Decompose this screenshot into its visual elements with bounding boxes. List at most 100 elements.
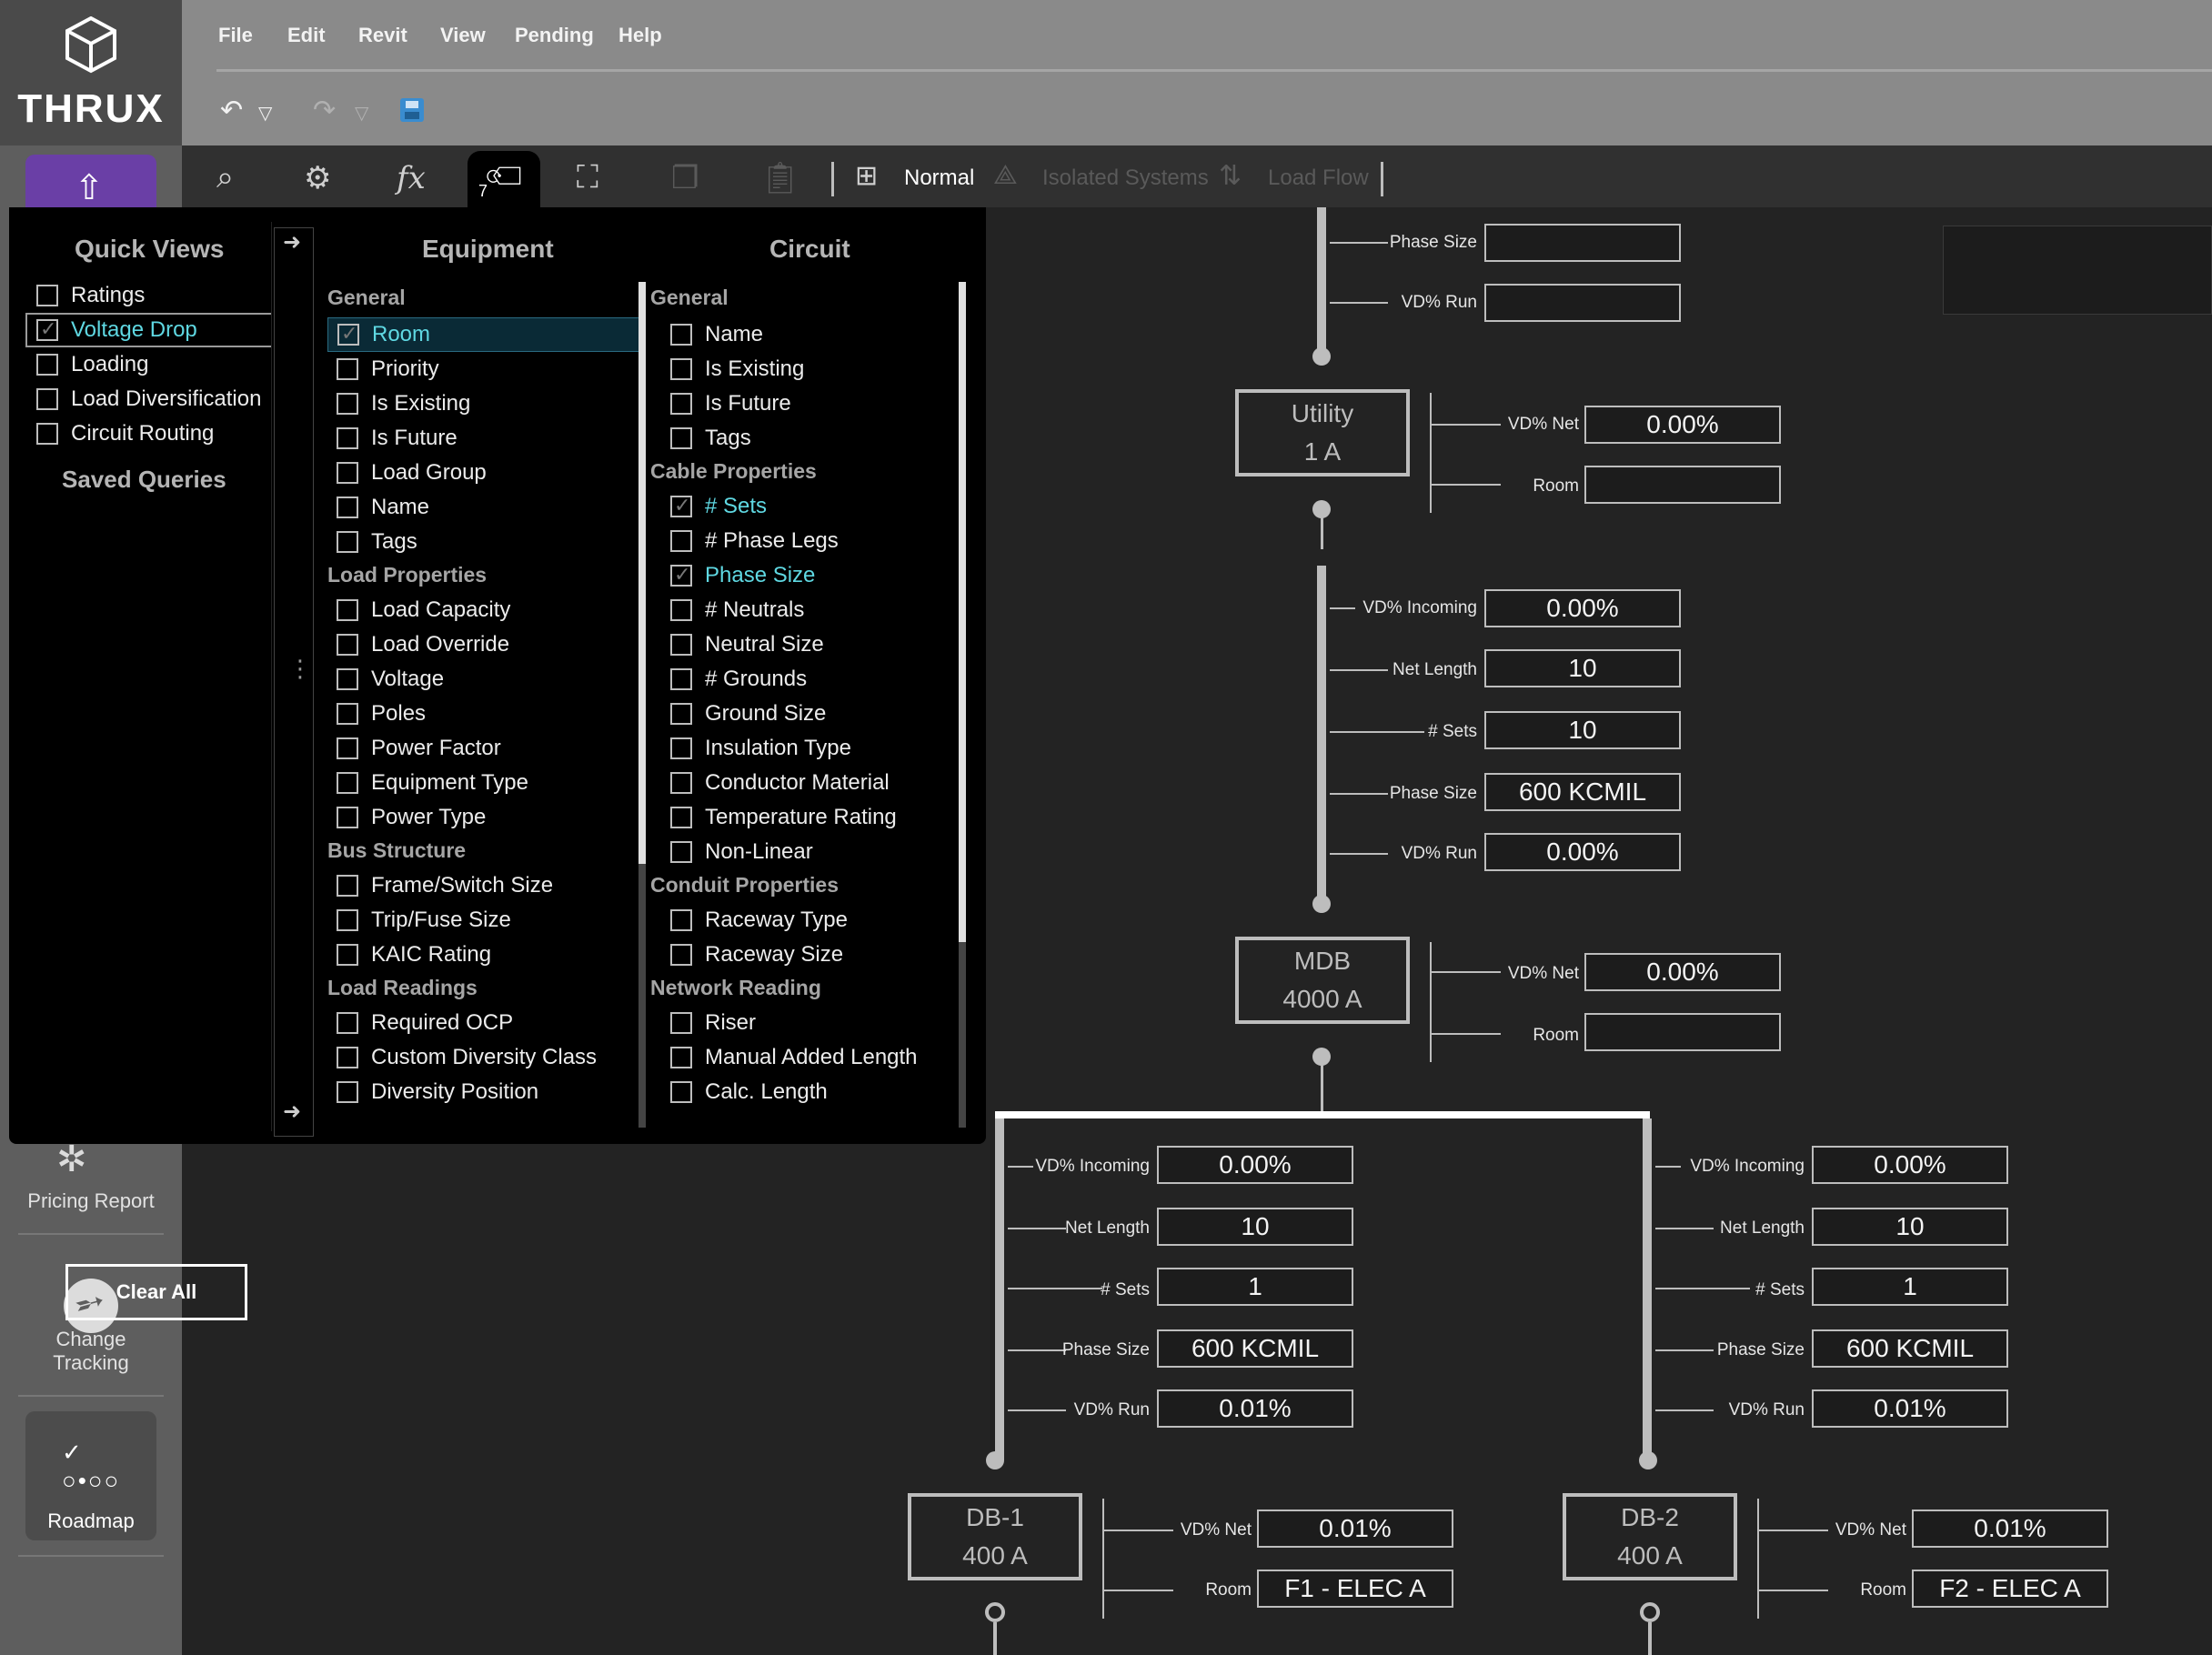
connection-node[interactable] (985, 1602, 1005, 1622)
checkbox[interactable] (337, 531, 358, 553)
checkbox[interactable] (337, 358, 358, 380)
paste-icon[interactable]: 📋︎ (760, 161, 800, 196)
top-phase-size-value[interactable] (1484, 224, 1681, 262)
connection-node[interactable] (986, 1451, 1004, 1469)
checkbox[interactable] (670, 427, 692, 449)
mode-load-flow[interactable]: Load Flow (1268, 166, 1369, 190)
equip-power-type[interactable]: Power Type (327, 800, 646, 835)
left-vd-incoming-value[interactable]: 0.00% (1157, 1146, 1353, 1184)
change-tracking-label-1[interactable]: Change (55, 1328, 126, 1350)
circuit-manual-added-length[interactable]: Manual Added Length (650, 1040, 960, 1075)
equip-is-future[interactable]: Is Future (327, 421, 646, 456)
checkbox[interactable] (337, 599, 358, 621)
checkbox[interactable] (670, 1047, 692, 1068)
circuit-name[interactable]: Name (650, 317, 960, 352)
equip-required-ocp[interactable]: Required OCP (327, 1006, 646, 1040)
panel-splitter[interactable]: ➜ ⋮ ➜ (271, 222, 317, 1137)
circuit-sets[interactable]: # Sets (650, 489, 960, 524)
left-net-length-value[interactable]: 10 (1157, 1208, 1353, 1246)
checkbox[interactable] (670, 324, 692, 346)
checkbox[interactable] (337, 668, 358, 690)
db2-room-value[interactable]: F2 - ELEC A (1912, 1570, 2108, 1608)
db1-equipment[interactable]: DB-1 400 A (908, 1493, 1082, 1580)
redo-dropdown-icon[interactable]: ▽ (355, 104, 369, 124)
canvas-minimap[interactable] (1943, 226, 2212, 315)
checkbox[interactable] (670, 772, 692, 794)
right-sets-value[interactable]: 1 (1812, 1268, 2008, 1306)
checkbox[interactable] (670, 807, 692, 828)
arrow-right-icon[interactable]: ➜ (283, 1099, 302, 1124)
checkbox[interactable] (670, 909, 692, 931)
checkbox[interactable] (670, 944, 692, 966)
checkbox[interactable] (337, 322, 359, 346)
mode-isolated[interactable]: Isolated Systems (1042, 166, 1209, 190)
search-icon[interactable]: ⌕ (216, 160, 235, 195)
checkbox[interactable] (670, 841, 692, 863)
equipment-scroll-thumb[interactable] (638, 282, 646, 864)
save-icon[interactable] (400, 98, 424, 122)
equipment-scrollbar[interactable] (638, 282, 646, 1128)
circuit-grounds[interactable]: # Grounds (650, 662, 960, 697)
right-phase-size-value[interactable]: 600 KCMIL (1812, 1329, 2008, 1368)
feeder1-vd-run-value[interactable]: 0.00% (1484, 833, 1681, 871)
checkbox[interactable] (337, 634, 358, 656)
right-vd-incoming-value[interactable]: 0.00% (1812, 1146, 2008, 1184)
right-vd-run-value[interactable]: 0.01% (1812, 1389, 2008, 1428)
checkbox[interactable] (337, 737, 358, 759)
quick-view-ratings[interactable]: Ratings (25, 278, 276, 313)
menu-edit[interactable]: Edit (287, 24, 326, 46)
drag-handle-icon[interactable]: ⋮ (288, 655, 312, 682)
utility-vd-net-value[interactable]: 0.00% (1584, 406, 1781, 444)
checkbox[interactable] (36, 388, 58, 410)
connection-node[interactable] (1312, 895, 1331, 913)
redo-icon[interactable]: ↷ (313, 95, 337, 125)
circuit-non-linear[interactable]: Non-Linear (650, 835, 960, 869)
circuit-tags[interactable]: Tags (650, 421, 960, 456)
checkbox[interactable] (337, 807, 358, 828)
checkbox[interactable] (337, 772, 358, 794)
circuit-raceway-size[interactable]: Raceway Size (650, 938, 960, 972)
mdb-vd-net-value[interactable]: 0.00% (1584, 953, 1781, 991)
circuit-insulation-type[interactable]: Insulation Type (650, 731, 960, 766)
undo-dropdown-icon[interactable]: ▽ (258, 104, 273, 124)
undo-icon[interactable]: ↶ (220, 95, 244, 125)
feeder1-sets-value[interactable]: 10 (1484, 711, 1681, 749)
right-net-length-value[interactable]: 10 (1812, 1208, 2008, 1246)
load-flow-icon[interactable]: ⇅ (1219, 161, 1242, 191)
menu-pending[interactable]: Pending (515, 24, 594, 46)
checkbox[interactable] (670, 1081, 692, 1103)
checkbox[interactable] (670, 530, 692, 552)
connection-node[interactable] (1639, 1451, 1657, 1469)
equip-room[interactable]: Room (327, 317, 646, 352)
network-icon[interactable]: ⊞ (855, 161, 879, 191)
gear-icon[interactable]: ⚙ (304, 161, 332, 196)
checkbox[interactable] (670, 599, 692, 621)
tag-tab[interactable]: 🏷︎ 7 (468, 150, 540, 207)
checkbox[interactable] (337, 909, 358, 931)
equip-kaic-rating[interactable]: KAIC Rating (327, 938, 646, 972)
checkbox[interactable] (670, 358, 692, 380)
circuit-temperature-rating[interactable]: Temperature Rating (650, 800, 960, 835)
menu-help[interactable]: Help (618, 24, 662, 46)
bus-bar[interactable] (995, 1111, 1650, 1118)
equip-custom-diversity-class[interactable]: Custom Diversity Class (327, 1040, 646, 1075)
circuit-neutrals[interactable]: # Neutrals (650, 593, 960, 627)
checkbox[interactable] (36, 317, 58, 341)
checkbox[interactable] (670, 1012, 692, 1034)
equip-poles[interactable]: Poles (327, 697, 646, 731)
checkbox[interactable] (337, 875, 358, 897)
checkbox[interactable] (670, 494, 692, 517)
circuit-riser[interactable]: Riser (650, 1006, 960, 1040)
quick-view-load-diversification[interactable]: Load Diversification (25, 382, 276, 416)
quick-view-loading[interactable]: Loading (25, 347, 276, 382)
quick-view-circuit-routing[interactable]: Circuit Routing (25, 416, 276, 451)
circuit-calc-length[interactable]: Calc. Length (650, 1075, 960, 1109)
quick-view-voltage-drop[interactable]: Voltage Drop (25, 313, 276, 347)
db1-vd-net-value[interactable]: 0.01% (1257, 1510, 1453, 1548)
circuit-neutral-size[interactable]: Neutral Size (650, 627, 960, 662)
feeder1-net-length-value[interactable]: 10 (1484, 649, 1681, 687)
connection-node[interactable] (1640, 1602, 1660, 1622)
circuit-scroll-thumb[interactable] (959, 282, 966, 942)
checkbox[interactable] (337, 703, 358, 725)
upload-button[interactable]: ⇧ (25, 155, 156, 209)
